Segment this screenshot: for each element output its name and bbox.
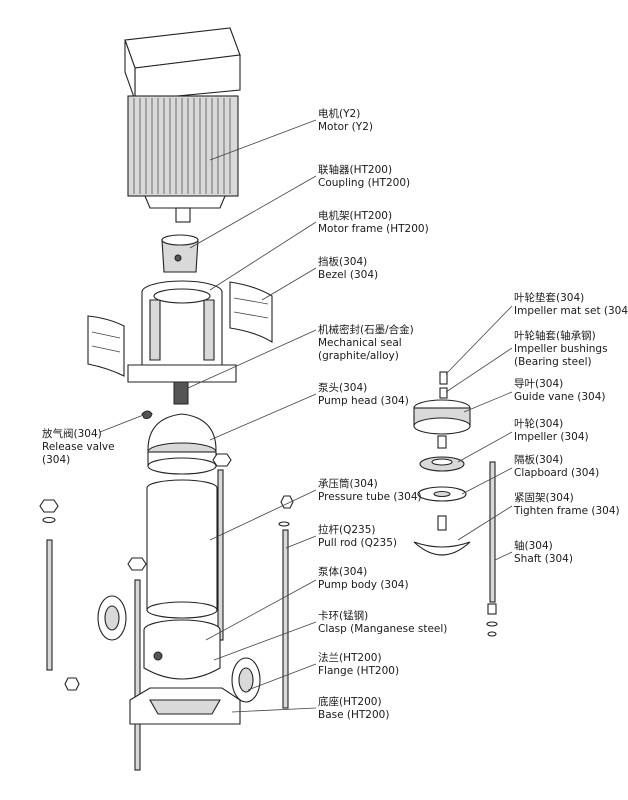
label-mech-seal-zh: 机械密封(石墨/合金) xyxy=(318,324,414,336)
label-pump-body-en: Pump body (304) xyxy=(318,579,409,591)
label-release-valve-en: Release valve xyxy=(42,441,115,453)
label-base: 底座(HT200) Base (HT200) xyxy=(318,696,389,722)
label-clasp-en: Clasp (Manganese steel) xyxy=(318,623,448,635)
label-bezel-zh: 挡板(304) xyxy=(318,256,368,268)
label-clasp: 卡环(锰钢) Clasp (Manganese steel) xyxy=(318,610,447,636)
impeller-stack-parts xyxy=(413,371,471,556)
label-motor-en: Motor (Y2) xyxy=(318,121,373,133)
label-coupling-zh: 联轴器(HT200) xyxy=(318,164,393,176)
label-coupling: 联轴器(HT200) Coupling (HT200) xyxy=(318,164,410,190)
label-clapboard-zh: 隔板(304) xyxy=(514,454,564,466)
label-pressure-tube-zh: 承压筒(304) xyxy=(318,478,378,490)
label-pressure-tube-en: Pressure tube (304) xyxy=(318,491,422,503)
label-mechanical-seal: 机械密封(石墨/合金) Mechanical seal (graphite/al… xyxy=(318,324,414,363)
label-bezel-en: Bezel (304) xyxy=(318,269,379,281)
label-impeller-mat-en: Impeller mat set (304) xyxy=(514,305,628,317)
base-part xyxy=(129,687,241,725)
label-tighten-frame-zh: 紧固架(304) xyxy=(514,492,574,504)
label-shaft: 轴(304) Shaft (304) xyxy=(514,540,573,566)
label-impeller-zh: 叶轮(304) xyxy=(514,418,564,430)
label-motor-zh: 电机(Y2) xyxy=(318,108,361,120)
label-impeller-bushings-en2: (Bearing steel) xyxy=(514,356,592,368)
label-pressure-tube: 承压筒(304) Pressure tube (304) xyxy=(318,478,422,504)
label-pump-head: 泵头(304) Pump head (304) xyxy=(318,382,409,408)
label-pump-head-zh: 泵头(304) xyxy=(318,382,368,394)
motor-frame-part xyxy=(127,280,237,383)
nut-parts xyxy=(42,516,290,691)
label-flange-zh: 法兰(HT200) xyxy=(318,652,382,664)
label-release-valve: 放气阀(304) Release valve (304) xyxy=(42,428,115,467)
label-impeller: 叶轮(304) Impeller (304) xyxy=(514,418,589,444)
label-pump-head-en: Pump head (304) xyxy=(318,395,409,407)
label-impeller-mat-set: 叶轮垫套(304) Impeller mat set (304) xyxy=(514,292,628,318)
pump-head-part xyxy=(147,413,217,475)
label-impeller-bushings: 叶轮轴套(轴承钢) Impeller bushings (Bearing ste… xyxy=(514,330,608,369)
label-release-valve-zh: 放气阀(304) xyxy=(42,428,102,440)
label-release-valve-en2: (304) xyxy=(42,454,71,466)
coupling-part xyxy=(161,234,199,273)
label-clapboard: 隔板(304) Clapboard (304) xyxy=(514,454,599,480)
pressure-tube-part xyxy=(146,479,218,619)
label-motor-frame-en: Motor frame (HT200) xyxy=(318,223,429,235)
label-coupling-en: Coupling (HT200) xyxy=(318,177,411,189)
label-clapboard-en: Clapboard (304) xyxy=(514,467,600,479)
label-motor-frame: 电机架(HT200) Motor frame (HT200) xyxy=(318,210,429,236)
label-pump-body: 泵体(304) Pump body (304) xyxy=(318,566,409,592)
label-mech-seal-en: Mechanical seal xyxy=(318,337,402,349)
label-flange: 法兰(HT200) Flange (HT200) xyxy=(318,652,399,678)
label-clasp-zh: 卡环(锰钢) xyxy=(318,610,369,622)
label-flange-en: Flange (HT200) xyxy=(318,665,400,677)
label-tighten-frame-en: Tighten frame (304) xyxy=(514,505,620,517)
label-impeller-bushings-zh: 叶轮轴套(轴承钢) xyxy=(514,330,596,342)
label-impeller-bushings-en: Impeller bushings xyxy=(514,343,608,355)
label-pump-body-zh: 泵体(304) xyxy=(318,566,368,578)
label-shaft-en: Shaft (304) xyxy=(514,553,573,565)
label-motor-frame-zh: 电机架(HT200) xyxy=(318,210,393,222)
label-mech-seal-en2: (graphite/alloy) xyxy=(318,350,399,362)
label-tighten-frame: 紧固架(304) Tighten frame (304) xyxy=(514,492,620,518)
pull-rod-parts xyxy=(39,453,294,771)
bezel-part xyxy=(87,281,273,377)
label-motor: 电机(Y2) Motor (Y2) xyxy=(318,108,373,134)
label-pull-rod-en: Pull rod (Q235) xyxy=(318,537,397,549)
label-shaft-zh: 轴(304) xyxy=(514,540,553,552)
pump-body-part xyxy=(97,595,261,703)
label-guide-vane-en: Guide vane (304) xyxy=(514,391,606,403)
mechanical-seal-part xyxy=(173,381,189,405)
leader-lines xyxy=(99,119,513,713)
release-valve-part xyxy=(141,410,153,419)
motor-part xyxy=(124,27,241,223)
label-bezel: 挡板(304) Bezel (304) xyxy=(318,256,378,282)
label-pull-rod: 拉杆(Q235) Pull rod (Q235) xyxy=(318,524,397,550)
label-impeller-mat-zh: 叶轮垫套(304) xyxy=(514,292,585,304)
label-guide-vane: 导叶(304) Guide vane (304) xyxy=(514,378,606,404)
label-impeller-en: Impeller (304) xyxy=(514,431,589,443)
label-pull-rod-zh: 拉杆(Q235) xyxy=(318,524,376,536)
label-base-zh: 底座(HT200) xyxy=(318,696,382,708)
label-guide-vane-zh: 导叶(304) xyxy=(514,378,564,390)
label-base-en: Base (HT200) xyxy=(318,709,390,721)
shaft-part xyxy=(486,461,498,637)
